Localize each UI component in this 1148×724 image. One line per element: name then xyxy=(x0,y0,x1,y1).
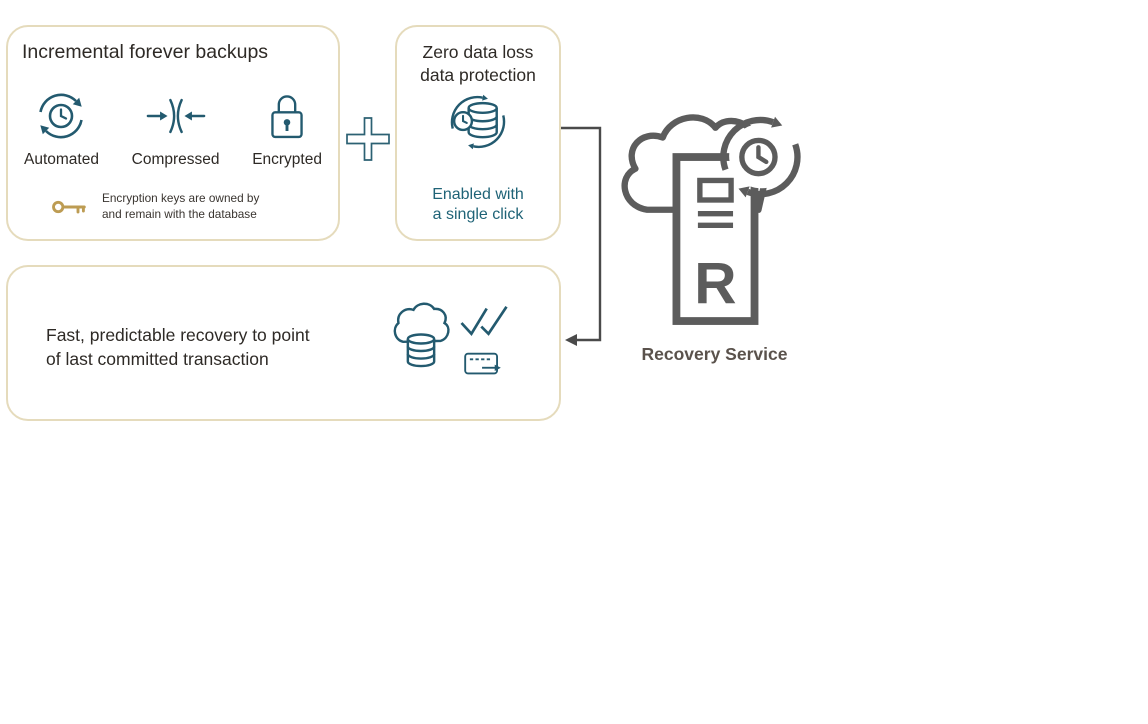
double-checkmark-icon xyxy=(458,305,510,341)
plus-icon xyxy=(346,116,390,162)
recovery-service-label: Recovery Service xyxy=(641,344,788,364)
zero-data-loss-card: Zero data loss data protection Enabled w… xyxy=(395,25,561,241)
key-icon xyxy=(50,198,88,216)
cloud-database-icon xyxy=(390,299,452,379)
compress-arrows-icon xyxy=(146,87,206,145)
zero-data-loss-title: Zero data loss data protection xyxy=(420,42,536,85)
fast-recovery-text: Fast, predictable recovery to point of l… xyxy=(46,325,310,370)
cloud-server-recovery-icon: R xyxy=(612,100,817,340)
enabled-single-click-caption: Enabled with a single click xyxy=(432,186,524,224)
padlock-icon xyxy=(267,87,307,145)
automated-sync-clock-icon xyxy=(34,87,88,145)
feature-automated: Automated xyxy=(24,87,99,169)
feature-compressed: Compressed xyxy=(132,87,220,169)
recovery-service-figure: R Recovery Service xyxy=(612,100,817,364)
incremental-backups-card: Incremental forever backups Automated xyxy=(6,25,340,241)
database-sync-clock-icon xyxy=(397,93,559,151)
feature-label: Encrypted xyxy=(252,151,322,168)
fast-recovery-card: Fast, predictable recovery to point of l… xyxy=(6,265,561,421)
encryption-note-text: Encryption keys are owned by and remain … xyxy=(102,191,260,221)
flow-connector-arrow xyxy=(561,122,607,350)
svg-text:R: R xyxy=(694,251,736,316)
features-row: Automated Compressed xyxy=(16,87,330,169)
encryption-note: Encryption keys are owned by and remain … xyxy=(50,191,259,223)
transaction-card-icon xyxy=(463,349,503,379)
incremental-backups-title: Incremental forever backups xyxy=(22,41,269,63)
feature-label: Automated xyxy=(24,151,99,168)
feature-label: Compressed xyxy=(131,151,220,168)
feature-encrypted: Encrypted xyxy=(252,87,322,169)
